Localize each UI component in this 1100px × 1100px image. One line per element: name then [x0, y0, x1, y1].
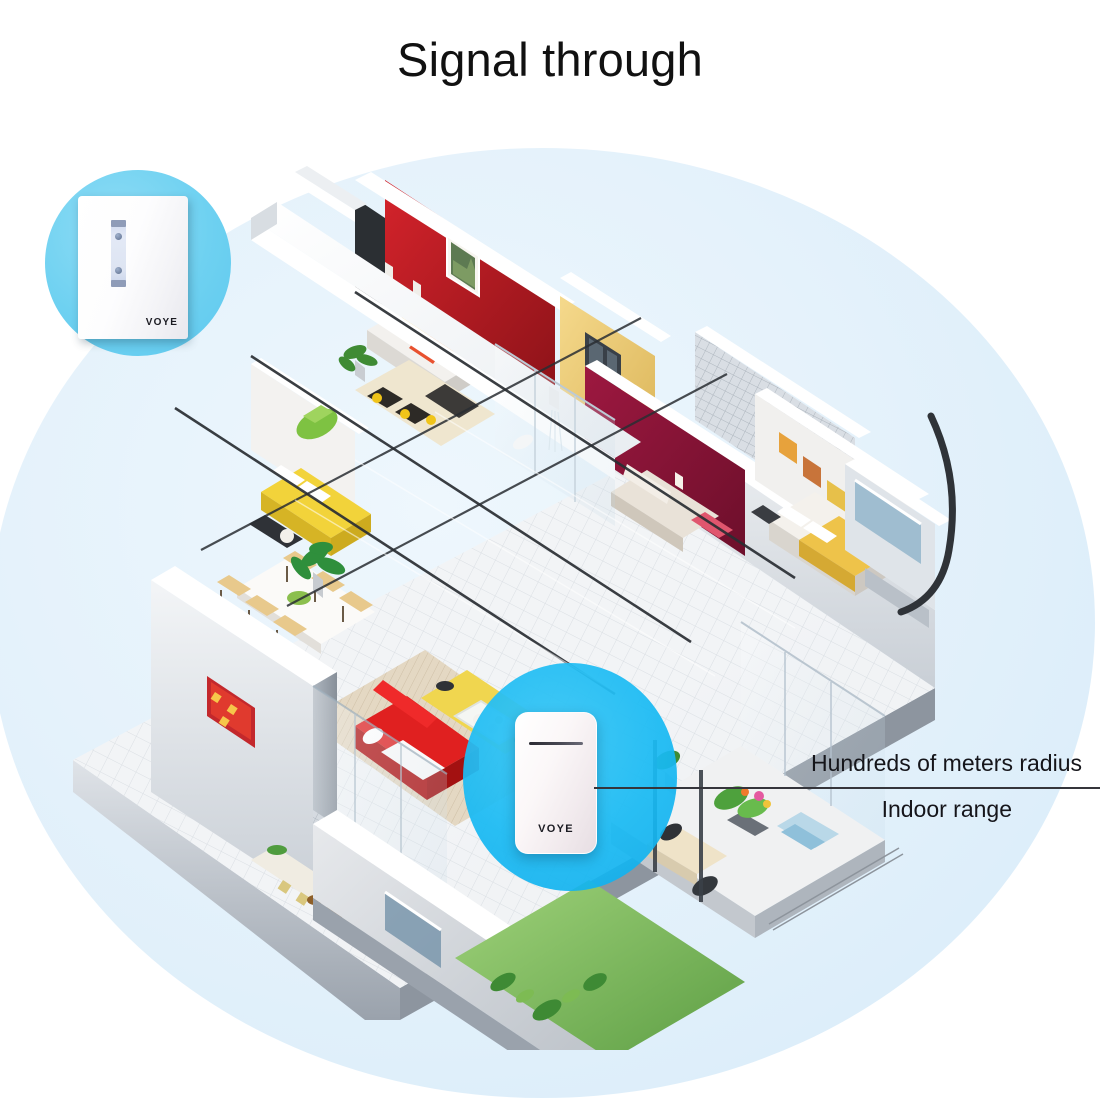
transmitter-brand-label: VOYE [538, 823, 574, 835]
annotation-outdoor-range: Hundreds of meters radius [810, 750, 1082, 776]
receiver-strip-cap-bottom [111, 280, 126, 287]
receiver-brand-label: VOYE [145, 317, 178, 328]
wireless-doorbell-push-button[interactable]: VOYE [515, 712, 597, 854]
receiver-strip-cap-top [111, 220, 126, 227]
receiver-button-volume[interactable] [115, 233, 122, 240]
receiver-button-melody[interactable] [115, 267, 122, 274]
page-title: Signal through [397, 33, 703, 86]
receiver-control-strip [111, 220, 126, 287]
push-button-bar[interactable] [529, 742, 583, 745]
annotation-indoor-range: Indoor range [881, 796, 1012, 822]
annotation-divider-line [594, 787, 1100, 789]
wireless-doorbell-receiver: VOYE [78, 196, 188, 339]
